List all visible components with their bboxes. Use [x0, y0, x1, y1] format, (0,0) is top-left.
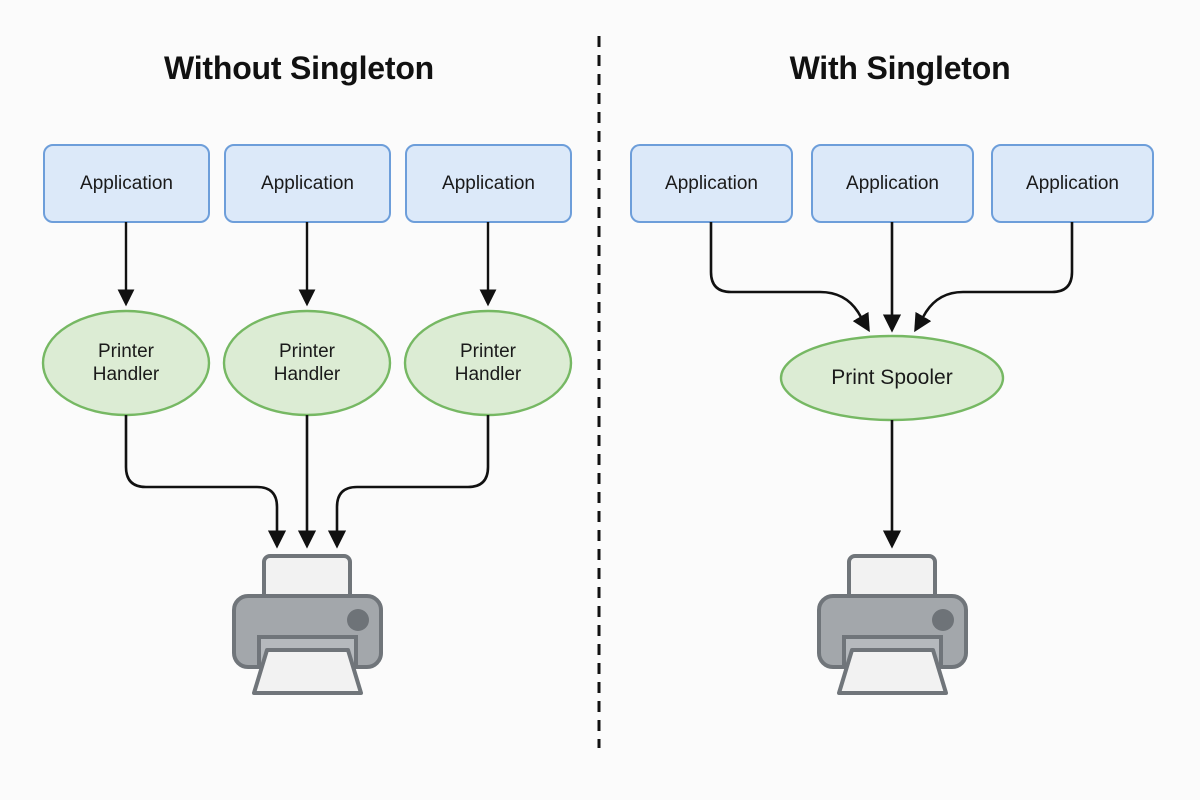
printer-handler-ellipse-3[interactable]	[403, 309, 573, 417]
app-box-left-3[interactable]	[405, 144, 572, 223]
printer-output-paper-left	[252, 648, 363, 695]
printer-power-button-left	[347, 609, 369, 631]
printer-power-button-right	[932, 609, 954, 631]
printer-handler-ellipse-2[interactable]	[222, 309, 392, 417]
panel-title-without-singleton: Without Singleton	[163, 50, 435, 86]
printer-handler-ellipse-1[interactable]	[41, 309, 211, 417]
app-box-right-1[interactable]	[630, 144, 793, 223]
app-box-left-2[interactable]	[224, 144, 391, 223]
printer-output-paper-right	[837, 648, 948, 695]
app-box-right-3[interactable]	[991, 144, 1154, 223]
print-spooler-ellipse[interactable]	[779, 334, 1005, 422]
connector-app1-to-spooler	[709, 222, 870, 333]
panel-title-with-singleton: With Singleton	[789, 50, 1011, 86]
printer-icon-right[interactable]	[817, 554, 968, 695]
connector-handler3-to-printer	[327, 415, 490, 549]
connector-app3-to-spooler	[914, 222, 1074, 333]
app-box-left-1[interactable]	[43, 144, 210, 223]
connector-handler1-to-printer	[124, 415, 287, 549]
app-box-right-2[interactable]	[811, 144, 974, 223]
printer-icon-left[interactable]	[232, 554, 383, 695]
